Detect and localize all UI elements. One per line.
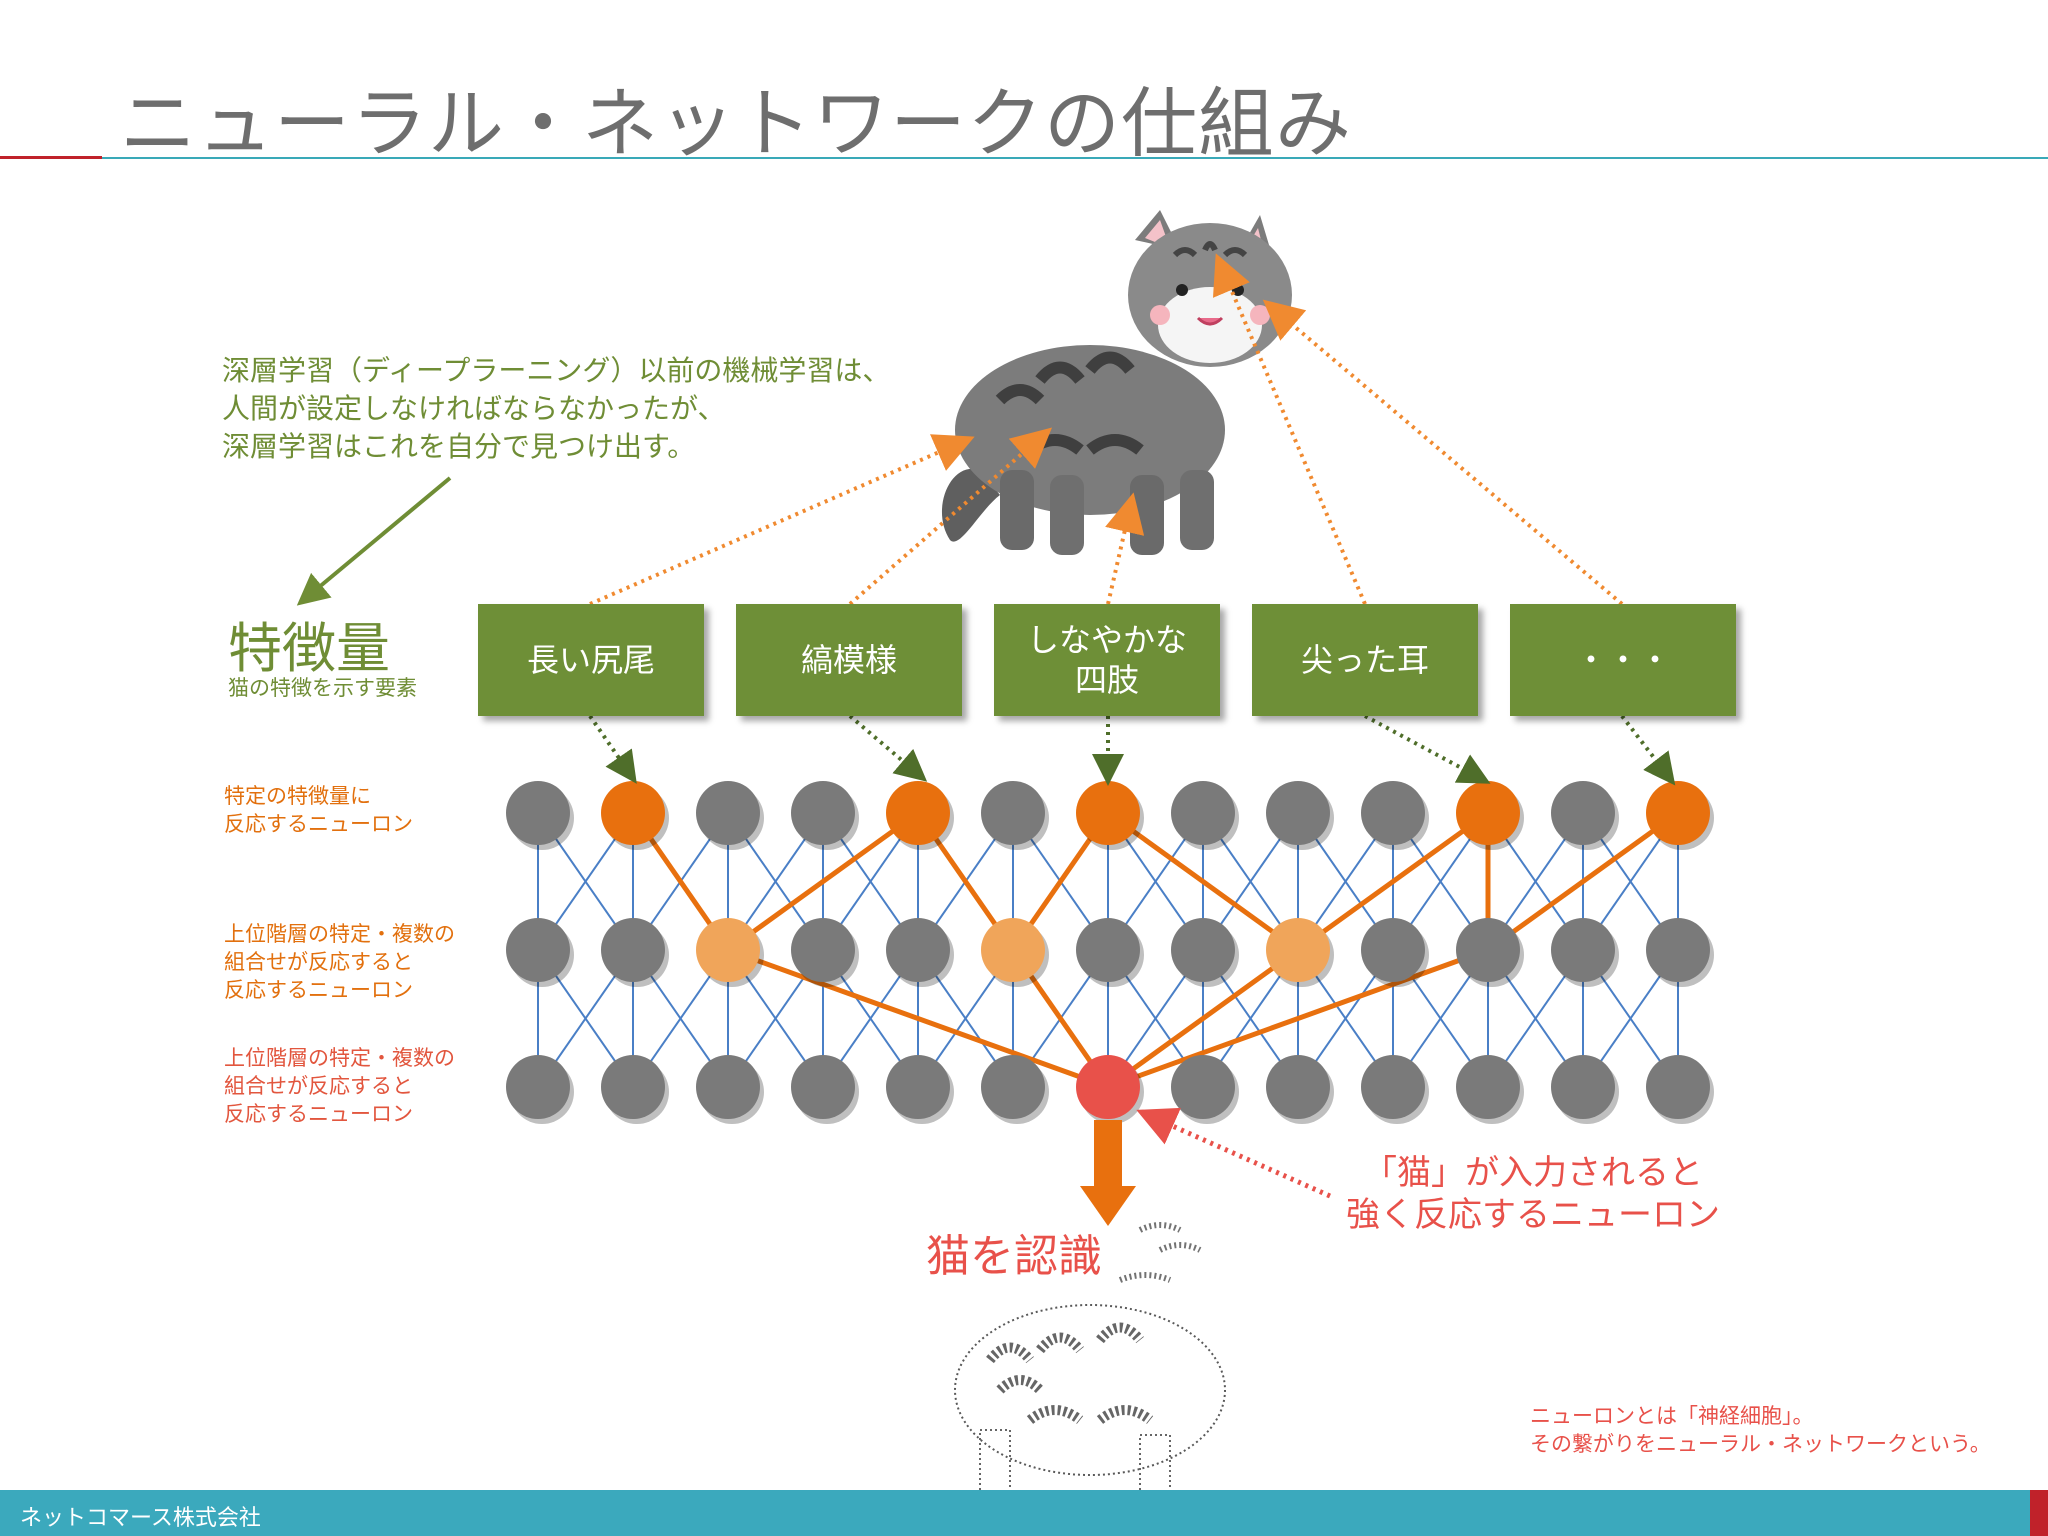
neuron <box>791 1055 855 1119</box>
note-line: 深層学習（ディープラーニング）以前の機械学習は、 <box>222 354 891 387</box>
feature-box-pointed-ears: 尖った耳 <box>1252 604 1478 716</box>
connection-line <box>726 810 920 953</box>
neuron <box>981 781 1045 845</box>
layer-label-line: 反応するニューロン <box>224 1102 413 1126</box>
neuron <box>696 1055 760 1119</box>
layer-label-1: 特定の特徴量に 反応するニューロン <box>224 782 413 838</box>
layer-label-line: 反応するニューロン <box>224 812 413 836</box>
neuron <box>506 1055 570 1119</box>
neuron <box>981 918 1045 982</box>
connection-line <box>727 947 1109 1090</box>
neuron <box>601 1055 665 1119</box>
neuron <box>696 918 760 982</box>
neuron <box>1456 1055 1520 1119</box>
page-title: ニューラル・ネットワークの仕組み <box>120 79 1352 168</box>
layer-label-line: 組合せが反応すると <box>224 1074 413 1098</box>
title-rule <box>102 157 2048 159</box>
feature-box-label: ・・・ <box>1574 641 1671 679</box>
feature-title: 特徴量 <box>228 617 390 680</box>
neuron <box>886 1055 950 1119</box>
feature-box-label: 尖った耳 <box>1300 641 1429 679</box>
neuron <box>1551 918 1615 982</box>
footnote-line: ニューロンとは「神経細胞」。 <box>1530 1404 1814 1428</box>
title-rule-accent <box>0 156 102 159</box>
neuron <box>1551 1055 1615 1119</box>
layer-label-line: 特定の特徴量に <box>224 784 371 808</box>
neuron <box>1266 918 1330 982</box>
neuron <box>1171 918 1235 982</box>
neuron-note-line: 「猫」が入力されると <box>1363 1153 1703 1193</box>
feature-box-limbs: しなやかな 四肢 <box>994 604 1220 716</box>
neuron <box>1456 918 1520 982</box>
neuron <box>506 918 570 982</box>
neuron-grid <box>506 781 1714 1124</box>
neuron <box>696 781 760 845</box>
neuron <box>601 781 665 845</box>
neuron <box>1076 1055 1140 1119</box>
footer-bar <box>0 1490 2030 1536</box>
neuron <box>1646 781 1710 845</box>
neuron-note-line: 強く反応するニューロン <box>1346 1195 1720 1235</box>
footnote-line: その繋がりをニューラル・ネットワークという。 <box>1530 1432 1991 1456</box>
connection-line <box>1106 947 1300 1090</box>
neuron-note-pointer <box>1136 1107 1332 1199</box>
feature-subtitle: 猫の特徴を示す要素 <box>228 676 417 700</box>
cat-neuron-note: 「猫」が入力されると 強く反応するニューロン <box>1346 1152 1720 1236</box>
neuron <box>1646 1055 1710 1119</box>
layer-label-line: 上位階層の特定・複数の <box>224 922 455 946</box>
neuron <box>601 918 665 982</box>
neuron <box>1361 918 1425 982</box>
feature-box-label: しなやかな <box>1026 621 1187 659</box>
output-arrow <box>1080 1120 1136 1226</box>
neuron <box>886 781 950 845</box>
neuron <box>1171 1055 1235 1119</box>
layer-label-3: 上位階層の特定・複数の 組合せが反応すると 反応するニューロン <box>224 1044 455 1128</box>
neuron <box>506 781 570 845</box>
recognize-label: 猫を認識 <box>926 1231 1102 1282</box>
neuron <box>1361 781 1425 845</box>
neuron <box>791 781 855 845</box>
connection-line <box>1106 810 1300 953</box>
footnote: ニューロンとは「神経細胞」。 その繋がりをニューラル・ネットワークという。 <box>1530 1402 1991 1458</box>
feature-box-label: 長い尻尾 <box>526 641 655 679</box>
neuron <box>1076 918 1140 982</box>
neuron <box>1456 781 1520 845</box>
neuron <box>981 1055 1045 1119</box>
layer-label-line: 反応するニューロン <box>224 978 413 1002</box>
feature-box-label: 四肢 <box>1074 661 1139 699</box>
footer-accent <box>2030 1490 2048 1536</box>
connection-line <box>1486 810 1680 953</box>
connection-line <box>1107 947 1489 1090</box>
company-name: ネットコマース株式会社 <box>20 1506 261 1531</box>
neuron <box>1361 1055 1425 1119</box>
cat-illustration <box>941 210 1292 555</box>
note-line: 人間が設定しなければならなかったが、 <box>222 392 726 425</box>
neuron <box>1171 781 1235 845</box>
layer-label-2: 上位階層の特定・複数の 組合せが反応すると 反応するニューロン <box>224 920 455 1004</box>
feature-box-long-tail: 長い尻尾 <box>478 604 704 716</box>
feature-to-cat-arrows <box>589 253 1624 606</box>
connection-line <box>1296 810 1490 953</box>
note-pointer-arrow <box>296 476 452 606</box>
note-line: 深層学習はこれを自分で見つけ出す。 <box>222 430 696 463</box>
neuron <box>1551 781 1615 845</box>
feature-to-neuron-arrows <box>588 714 1676 786</box>
neuron <box>1266 1055 1330 1119</box>
deep-learning-note: 深層学習（ディープラーニング）以前の機械学習は、 人間が設定しなければならなかっ… <box>222 352 982 466</box>
layer-label-line: 上位階層の特定・複数の <box>224 1046 455 1070</box>
neuron <box>1266 781 1330 845</box>
feature-box-label: 縞模様 <box>800 641 897 679</box>
feature-box-stripes: 縞模様 <box>736 604 962 716</box>
feature-box-more: ・・・ <box>1510 604 1736 716</box>
neuron <box>886 918 950 982</box>
layer-label-line: 組合せが反応すると <box>224 950 413 974</box>
neuron <box>1076 781 1140 845</box>
neuron <box>1646 918 1710 982</box>
neuron <box>791 918 855 982</box>
